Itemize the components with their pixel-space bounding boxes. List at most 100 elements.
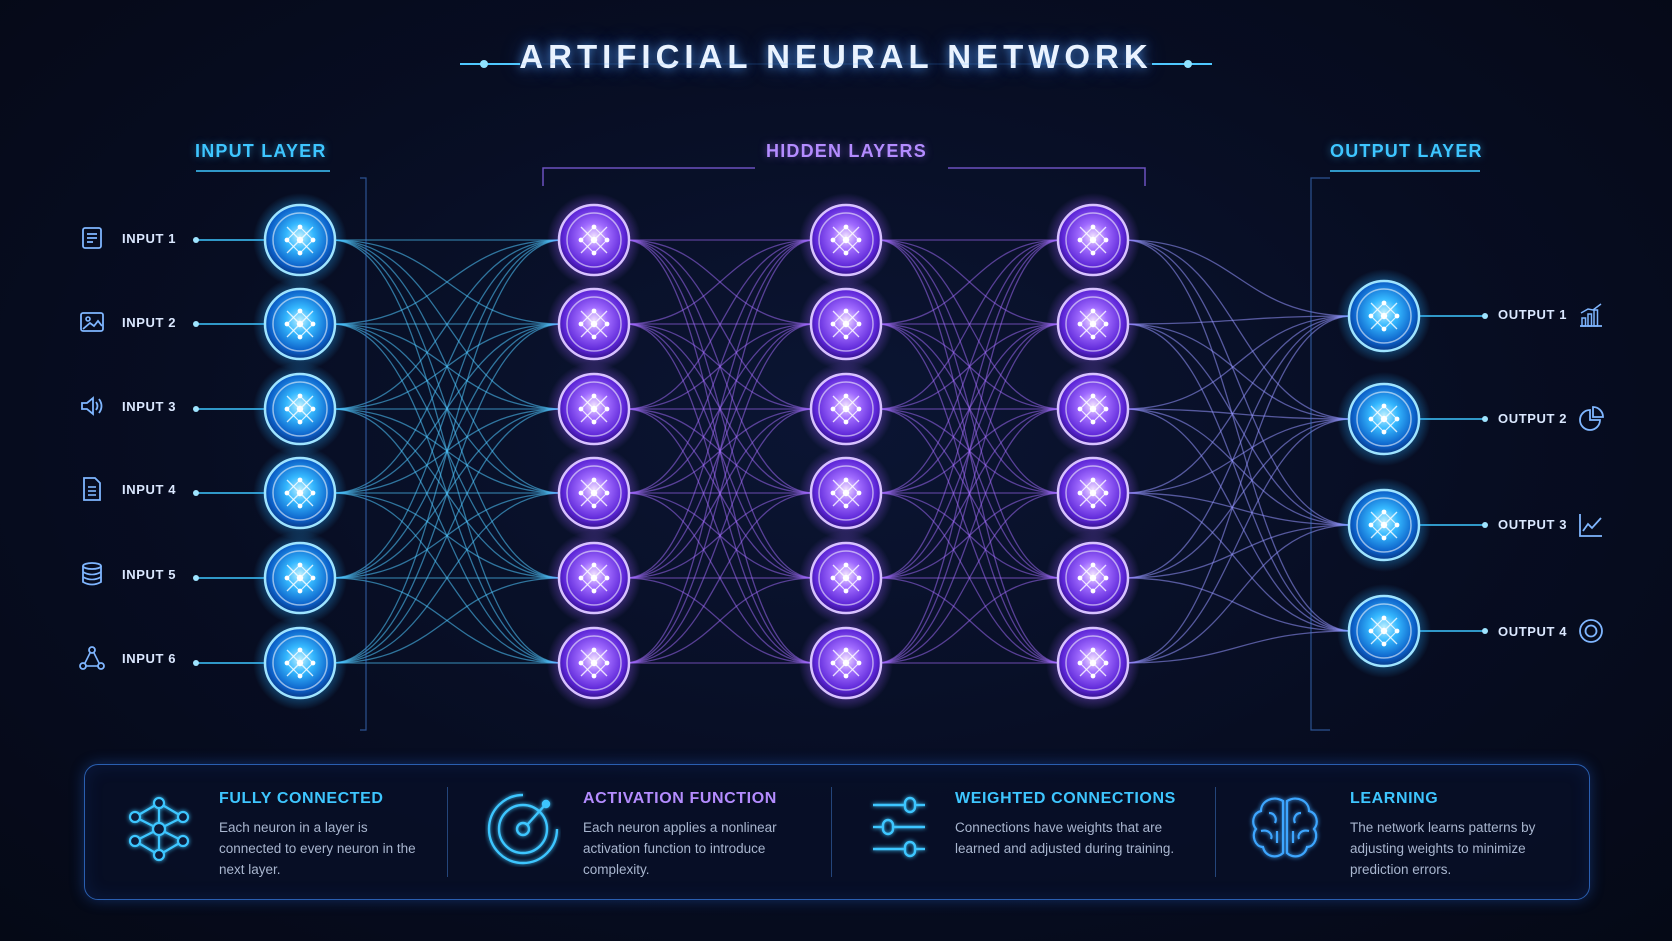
- connection-line: [330, 239, 564, 579]
- feature-learning: LEARNING The network learns patterns by …: [1217, 765, 1587, 899]
- input-neuron: [253, 616, 347, 710]
- hidden-layers-label: HIDDEN LAYERS: [766, 141, 927, 161]
- connection-line: [624, 239, 816, 410]
- hidden-neuron: [1046, 193, 1140, 287]
- input-connector-dot: [193, 490, 199, 496]
- divider: [831, 787, 832, 877]
- connection-line: [876, 239, 1063, 494]
- divider: [447, 787, 448, 877]
- connection-line: [1123, 492, 1354, 632]
- output-connector-dot: [1482, 416, 1488, 422]
- hidden-neuron: [799, 446, 893, 540]
- document-icon: [83, 477, 101, 501]
- input-6-label: INPUT 6: [122, 651, 177, 666]
- connection-line: [876, 239, 1063, 664]
- hidden-neuron: [799, 362, 893, 456]
- connection-line: [624, 577, 816, 664]
- connection-line: [1123, 323, 1354, 526]
- image-icon: [80, 312, 104, 332]
- connection-line: [624, 239, 816, 579]
- connection-line: [876, 239, 1063, 325]
- input-1-label: INPUT 1: [122, 231, 177, 246]
- connection-line: [876, 323, 1063, 664]
- output-1-label: OUTPUT 1: [1498, 307, 1568, 322]
- output-3-label: OUTPUT 3: [1498, 517, 1568, 532]
- output-4-label: OUTPUT 4: [1498, 624, 1568, 639]
- input-connector-dot: [193, 321, 199, 327]
- hidden-neuron: [547, 193, 641, 287]
- hidden-neuron: [1046, 446, 1140, 540]
- hidden-layers-bracket: [542, 167, 1146, 186]
- page-title: ARTIFICIAL NEURAL NETWORK: [519, 38, 1153, 75]
- input-neuron: [253, 531, 347, 625]
- feature-weighted-connections: WEIGHTED CONNECTIONS Connections have we…: [833, 765, 1213, 899]
- connection-line: [1123, 239, 1354, 420]
- connection-line: [1123, 315, 1354, 410]
- title-dot-right: [1184, 60, 1192, 68]
- input-4-label: INPUT 4: [122, 482, 177, 497]
- output-neuron: [1337, 269, 1431, 363]
- title-dot-left: [480, 60, 488, 68]
- connection-line: [624, 492, 816, 664]
- connection-line: [876, 492, 1063, 664]
- text-lines-icon: [82, 227, 102, 249]
- connection-line: [624, 239, 816, 664]
- hidden-neuron: [1046, 531, 1140, 625]
- hidden-neuron: [799, 277, 893, 371]
- network-nodes-icon: [79, 646, 105, 670]
- input-neuron: [253, 193, 347, 287]
- input-layer-label: INPUT LAYER: [195, 141, 327, 161]
- hidden-neuron: [799, 193, 893, 287]
- connection-line: [330, 239, 564, 664]
- hidden-neuron: [547, 362, 641, 456]
- output-2-label: OUTPUT 2: [1498, 411, 1568, 426]
- connection-line: [1123, 239, 1354, 317]
- line-chart-icon: [1579, 514, 1602, 537]
- connection-line: [1123, 418, 1354, 579]
- connection-line: [624, 408, 816, 664]
- input-connector-dot: [193, 575, 199, 581]
- connection-line: [330, 239, 564, 410]
- hidden-neuron: [799, 616, 893, 710]
- connection-line: [330, 239, 564, 325]
- input-3-label: INPUT 3: [122, 399, 177, 414]
- connection-line: [330, 577, 564, 664]
- connection-line: [624, 239, 816, 494]
- connection-line: [1123, 524, 1354, 579]
- hidden-neuron: [1046, 616, 1140, 710]
- output-connector-dot: [1482, 313, 1488, 319]
- input-neuron: [253, 362, 347, 456]
- connection-line: [1123, 239, 1354, 526]
- network-graph-icon: [128, 796, 190, 862]
- features-panel: FULLY CONNECTED Each neuron in a layer i…: [84, 764, 1590, 900]
- connection-line: [1123, 577, 1354, 632]
- connection-line: [876, 239, 1063, 410]
- feature-desc: Each neuron applies a nonlinear activati…: [583, 820, 777, 877]
- connection-line: [876, 577, 1063, 664]
- output-neuron: [1337, 478, 1431, 572]
- feature-title: WEIGHTED CONNECTIONS: [955, 790, 1176, 807]
- connection-line: [1123, 492, 1354, 526]
- neurons: [253, 193, 1431, 710]
- connection-line: [624, 239, 816, 325]
- output-neuron: [1337, 372, 1431, 466]
- connection-line: [1123, 315, 1354, 494]
- feature-activation-function: ACTIVATION FUNCTION Each neuron applies …: [449, 765, 809, 899]
- feature-desc: Each neuron in a layer is connected to e…: [219, 820, 416, 877]
- input-neuron: [253, 277, 347, 371]
- feature-title: ACTIVATION FUNCTION: [583, 790, 777, 807]
- feature-desc: Connections have weights that are learne…: [955, 820, 1175, 856]
- input-layer-bracket: [360, 177, 367, 731]
- connection-line: [330, 408, 564, 664]
- connection-line: [624, 323, 816, 664]
- hidden-neuron: [547, 277, 641, 371]
- activation-gauge-icon: [487, 793, 559, 865]
- input-connector-dot: [193, 237, 199, 243]
- layer-brackets: [196, 167, 1480, 731]
- sliders-icon: [873, 796, 925, 858]
- connection-line: [1123, 408, 1354, 420]
- target-icon: [1579, 619, 1603, 643]
- output-connector-dot: [1482, 522, 1488, 528]
